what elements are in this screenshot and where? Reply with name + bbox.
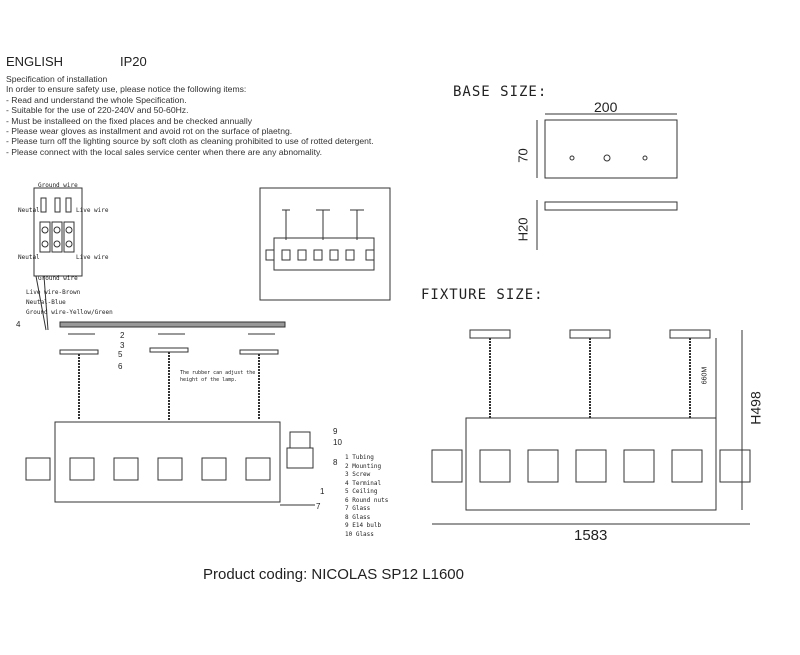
legend-item: Neutal-Blue [26, 299, 66, 306]
product-coding: Product coding: NICOLAS SP12 L1600 [203, 566, 464, 583]
callout-3: 3 [120, 341, 125, 350]
lamp-frame-left [54, 421, 281, 503]
spec-block: Specification of installation In order t… [6, 74, 374, 157]
part-item: 8 Glass [345, 513, 371, 521]
language-label: ENGLISH [6, 54, 64, 69]
callout-5: 5 [118, 350, 123, 359]
mounting-plates [59, 333, 279, 355]
callout-9: 9 [333, 427, 338, 436]
legend-item: Ground wire-Yellow/Green [26, 309, 113, 316]
fixture-frame [465, 417, 717, 511]
spec-item: - Must be installeed on the fixed places… [6, 115, 253, 126]
neutral-top: Neutal [18, 207, 40, 214]
chain-length: 660M [701, 366, 709, 385]
base-depth: 70 [515, 148, 531, 163]
chains [78, 352, 260, 420]
base-width: 200 [594, 99, 618, 115]
rubber-note: The rubber can adjust the height of the … [180, 370, 255, 384]
note-line: The rubber can adjust the [180, 370, 256, 376]
terminal-pins [35, 197, 75, 331]
legend-item: Live wire-Brown [26, 289, 81, 296]
terminal-block [33, 187, 83, 277]
callout-1: 1 [320, 487, 325, 496]
part-item: 3 Screw [345, 471, 371, 478]
part-item: 6 Round nuts [345, 496, 389, 504]
spec-item: - Please turn off the lighting source by… [6, 136, 374, 147]
base-side-view [544, 201, 678, 211]
ceiling-bar [59, 321, 286, 328]
base-size-title: BASE SIZE: [453, 84, 548, 100]
callout-8: 8 [333, 458, 338, 467]
thumbnail-fixture [265, 209, 375, 271]
part-item: 1 Tubing [345, 454, 374, 461]
base-top-view [544, 119, 678, 179]
part-item: 5 Ceiling [345, 488, 378, 495]
fixture-size-title: FIXTURE SIZE: [421, 287, 544, 303]
lamp-shades-left [25, 457, 271, 481]
fixture-shades [431, 449, 751, 483]
part-item: 7 Glass [345, 505, 371, 512]
spec-item: - Please wear gloves as installment and … [6, 126, 293, 137]
fixture-length: 1583 [574, 527, 608, 544]
callout-6: 6 [118, 362, 123, 371]
ground-wire-bottom: Ground wire [38, 275, 78, 282]
thumbnail-frame [259, 187, 391, 301]
callout-10: 10 [333, 438, 342, 447]
spec-title: Specification of installation [6, 74, 108, 84]
bulb-detail [289, 431, 311, 449]
callout-4: 4 [16, 320, 21, 329]
ground-wire-top: Ground wire [38, 182, 78, 189]
note-line: height of the lamp. [180, 377, 238, 383]
part-item: 10 Glass [345, 530, 374, 538]
spec-item: - Please connect with the local sales se… [6, 146, 323, 157]
live-bottom: Live wire [76, 254, 109, 261]
spec-item: - Read and understand the whole Specific… [6, 94, 187, 105]
wire-legend: Live wire-Brown Neutal-Blue Ground wire-… [26, 288, 113, 318]
fixture-height: H498 [747, 391, 764, 425]
spec-intro: In order to ensure safety use, please no… [6, 84, 247, 95]
neutral-bottom: Neutal [18, 254, 40, 261]
base-height: H20 [515, 217, 531, 242]
callout-2: 2 [120, 331, 125, 340]
canopies [469, 329, 711, 339]
part-item: 4 Terminal [345, 479, 382, 487]
callout-7: 7 [316, 502, 321, 511]
part-item: 2 Mounting [345, 462, 382, 470]
parts-list: 1 Tubing 2 Mounting 3 Screw 4 Terminal 5… [345, 454, 388, 539]
ip-rating: IP20 [120, 54, 147, 69]
live-top: Live wire [76, 207, 109, 214]
part-item: 9 E14 bulb [345, 522, 382, 529]
spec-item: - Suitable for the use of 220-240V and 5… [6, 105, 189, 116]
fixture-chains [489, 338, 691, 418]
